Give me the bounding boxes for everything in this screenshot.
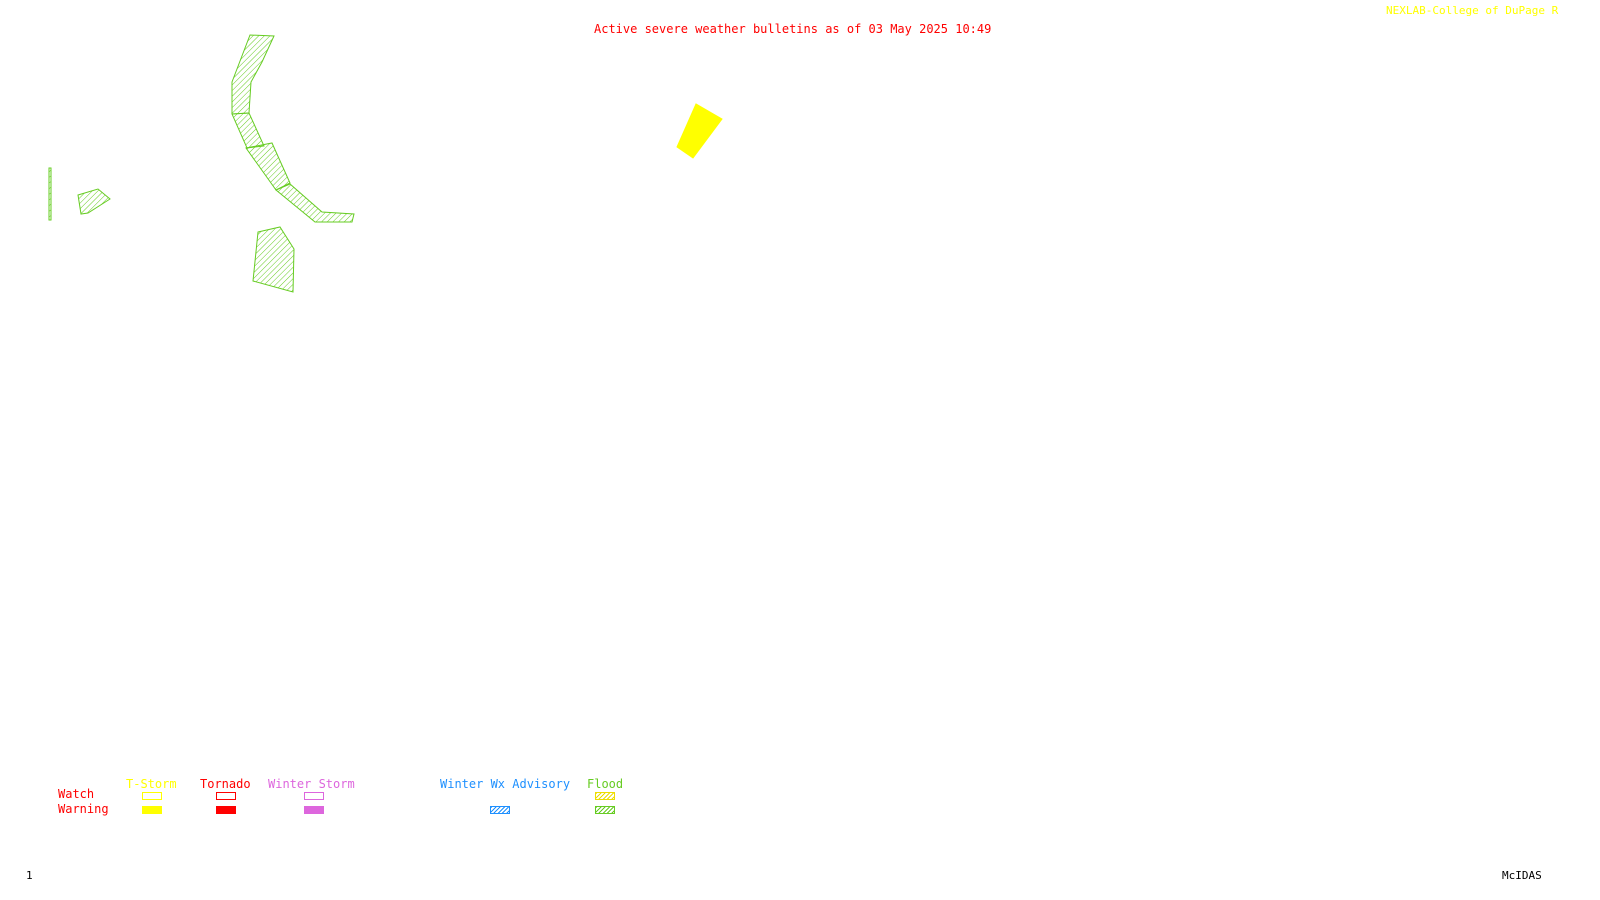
swatch-tornado-watch (216, 792, 236, 800)
legend-row-watch: Watch (58, 787, 95, 801)
product-label: McIDAS (1502, 869, 1542, 882)
swatch-tstorm-warning (142, 806, 162, 814)
legend-row-warning: Warning (58, 802, 109, 816)
swatch-tstorm-watch (142, 792, 162, 800)
legend-header-tornado: Tornado (200, 777, 251, 791)
frame-number: 1 (26, 869, 33, 882)
credit-label: NEXLAB-College of DuPage R (1386, 4, 1559, 17)
legend-header-flood: Flood (587, 777, 624, 791)
flood-warning-polygon (77, 188, 111, 215)
swatch-winter-advisory (490, 806, 510, 814)
legend-header-winter-advisory: Winter Wx Advisory (440, 777, 571, 791)
swatch-flood-warning (595, 806, 615, 814)
flood-warning-polygon (231, 112, 265, 149)
flood-warning-polygon (252, 226, 295, 293)
legend-header-winter-storm: Winter Storm (268, 777, 355, 791)
legend-header-tstorm: T-Storm (126, 777, 177, 791)
flood-warning-polygon (245, 142, 291, 191)
swatch-winter-storm-warning (304, 806, 324, 814)
swatch-flood-watch (595, 792, 615, 800)
flood-warning-polygon (275, 183, 355, 223)
swatch-tornado-warning (216, 806, 236, 814)
map-title: Active severe weather bulletins as of 03… (594, 22, 992, 36)
flood-warning-polygon (231, 34, 275, 115)
tstorm-warning-polygon (676, 103, 723, 159)
swatch-winter-storm-watch (304, 792, 324, 800)
flood-warning-polygon (48, 167, 52, 221)
